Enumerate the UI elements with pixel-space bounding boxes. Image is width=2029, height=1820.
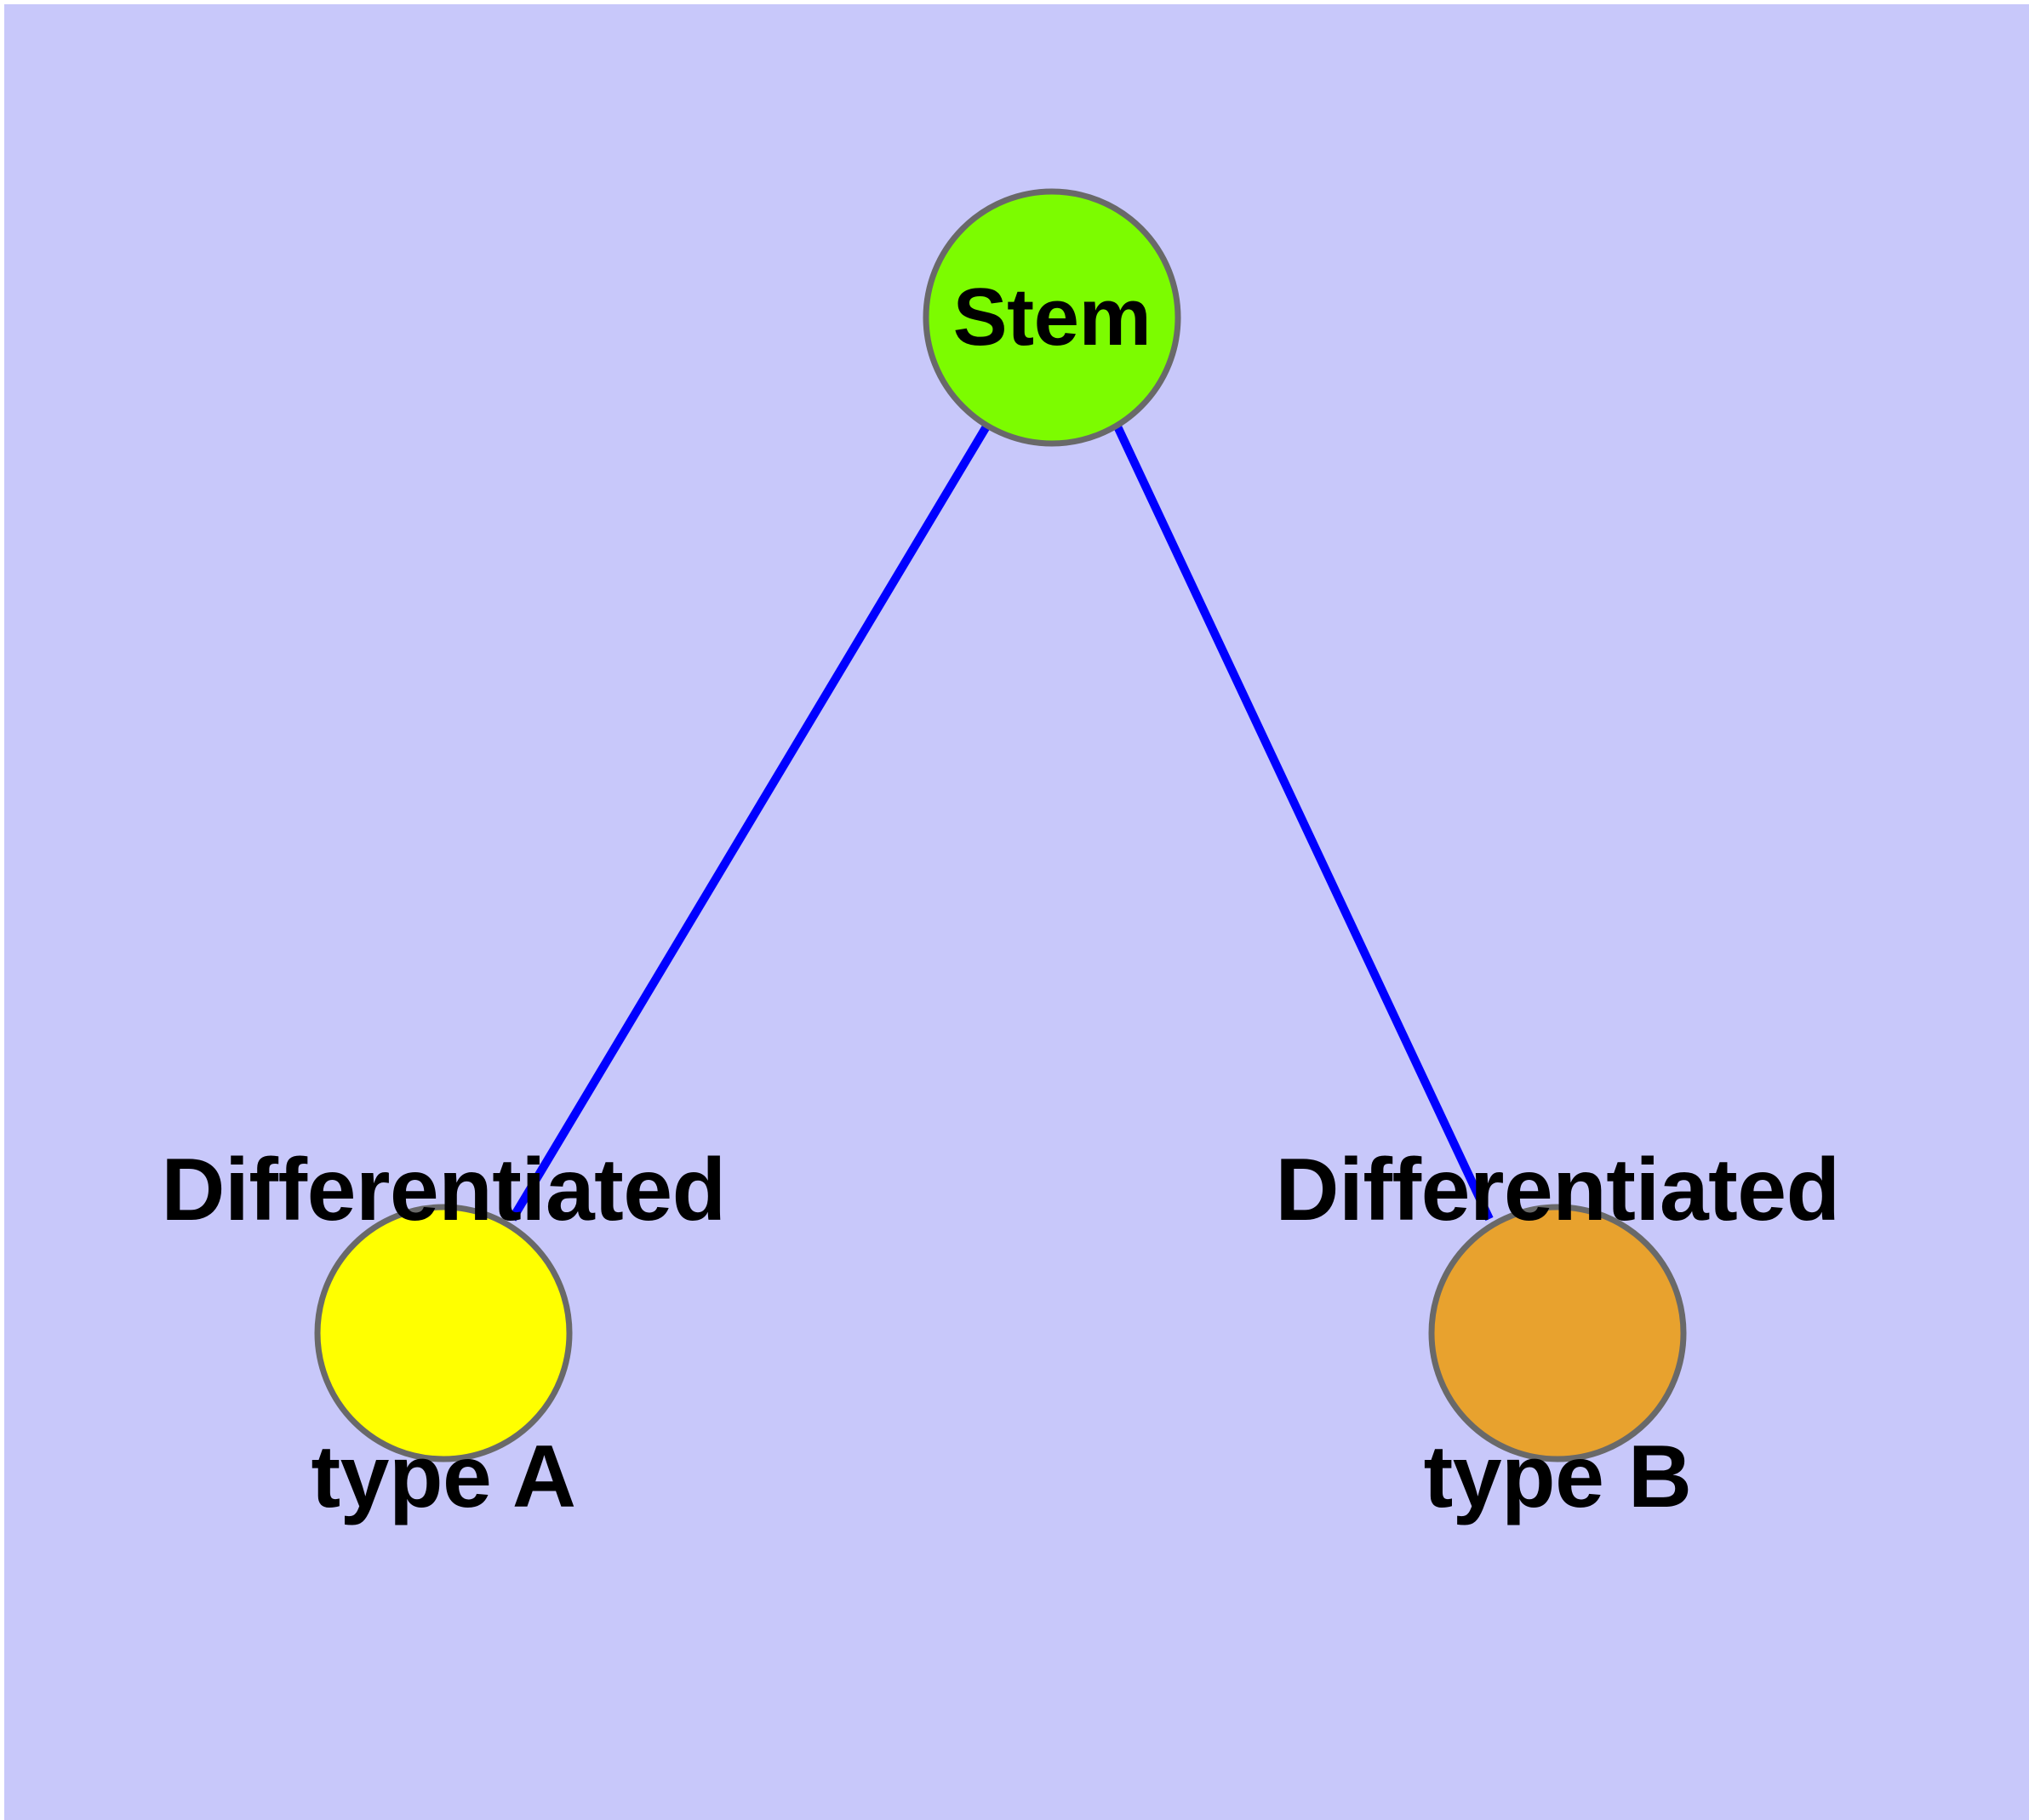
edge-stem-to-differentiated-type-b[interactable] (1113, 424, 1494, 1222)
edge-layer (508, 424, 1494, 1222)
node-differentiated-type-b[interactable] (1428, 1204, 1687, 1462)
node-stem[interactable] (923, 188, 1181, 447)
node-differentiated-type-a[interactable] (314, 1204, 573, 1462)
node-layer (314, 188, 1687, 1462)
edge-stem-to-differentiated-type-a[interactable] (508, 424, 991, 1222)
